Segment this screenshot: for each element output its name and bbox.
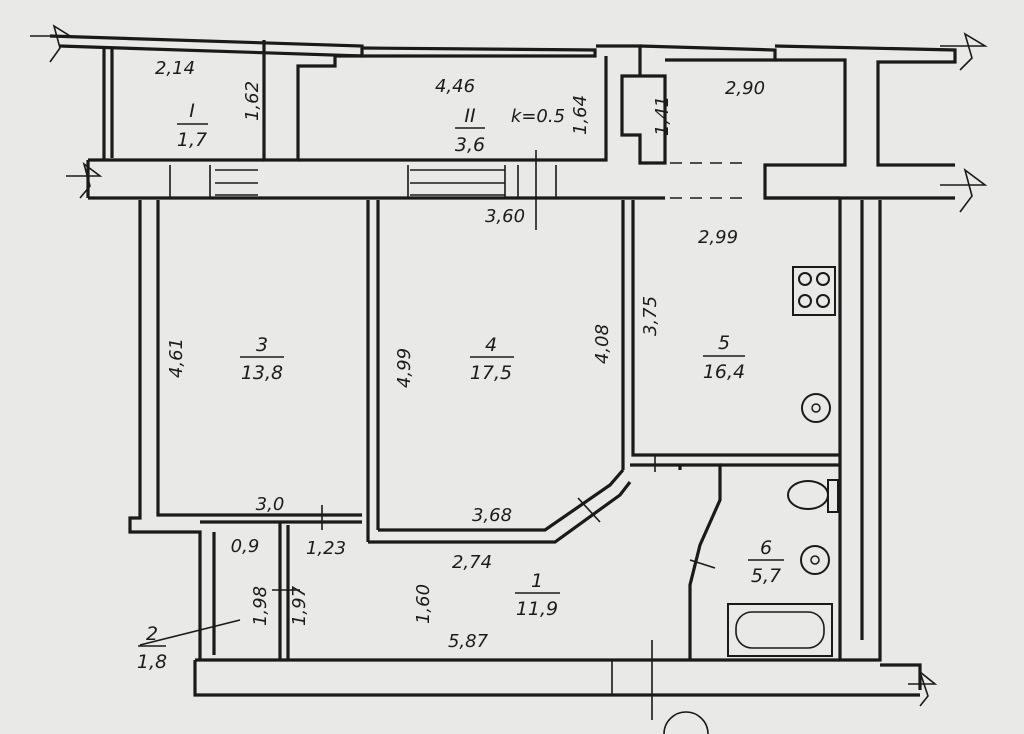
- room4-height-left: 4,99: [394, 348, 415, 388]
- break-line-icon: [30, 24, 988, 707]
- room1-number: 1: [531, 570, 543, 592]
- balcony1-area: 1,7: [177, 129, 207, 151]
- hall-length: 5,87: [448, 631, 489, 652]
- room4-top-width: 3,60: [485, 206, 525, 227]
- balcony1-depth: 1,62: [242, 81, 263, 121]
- room4-height-right: 4,08: [592, 324, 613, 364]
- balcony2-area: 3,6: [455, 134, 485, 156]
- room4-number: 4: [485, 334, 497, 356]
- room6-area: 5,7: [751, 565, 781, 587]
- room3-height: 4,61: [166, 338, 187, 378]
- loggia-width: 2,90: [725, 78, 765, 99]
- room6-number: 6: [760, 537, 772, 559]
- room2-area: 1,8: [137, 651, 167, 673]
- room5-width: 2,99: [698, 227, 738, 248]
- room5-height: 3,75: [640, 296, 661, 336]
- hall-left-height: 1,97: [289, 585, 310, 626]
- bathtub-icon: [727, 603, 833, 657]
- toilet-icon: [787, 479, 839, 513]
- axis-marker: [663, 711, 709, 734]
- balcony2-number: II: [464, 105, 476, 127]
- room2-height: 1,98: [250, 586, 271, 626]
- loggia-depth: 1,41: [652, 96, 673, 136]
- kitchen-sink-icon: [801, 393, 831, 423]
- apartment-walls: [128, 198, 922, 720]
- washbasin-icon: [800, 545, 830, 575]
- room5-area: 16,4: [703, 361, 745, 383]
- hall-height: 1,60: [413, 584, 434, 624]
- room1-area: 11,9: [516, 598, 558, 620]
- room4-bottom-width: 3,68: [472, 505, 512, 526]
- balcony1-number: I: [189, 100, 195, 122]
- room2-number: 2: [146, 623, 158, 645]
- hall-corridor-width: 2,74: [452, 552, 492, 573]
- room3-width: 3,0: [256, 494, 285, 515]
- balcony2-width: 4,46: [435, 76, 475, 97]
- balcony2-depth: 1,64: [570, 95, 591, 135]
- room5-number: 5: [718, 332, 730, 354]
- room2-width: 0,9: [231, 536, 260, 557]
- stove-icon: [792, 266, 836, 316]
- door-ticks: [272, 150, 716, 591]
- room3-area: 13,8: [241, 362, 283, 384]
- balcony2-coefficient: k=0.5: [511, 106, 565, 127]
- room2-leader: [139, 619, 241, 646]
- balcony1-width: 2,14: [155, 58, 195, 79]
- room4-area: 17,5: [470, 362, 512, 384]
- room3-number: 3: [256, 334, 268, 356]
- hall-left-width: 1,23: [306, 538, 346, 559]
